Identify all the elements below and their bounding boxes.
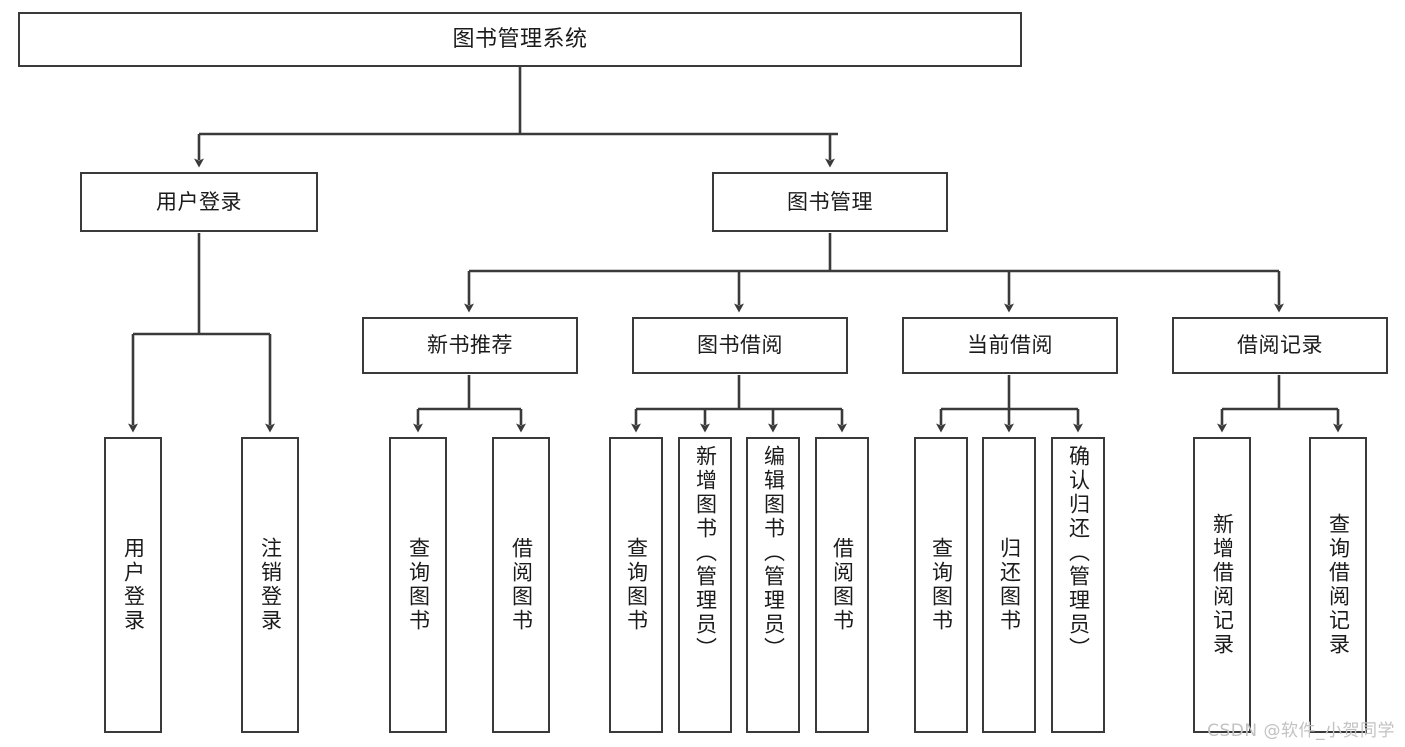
leaf-borrow-record-query-record[interactable]: 查询借阅记录 [1309, 437, 1367, 733]
node-label: 编辑图书（管理员） [761, 445, 786, 661]
node-book-borrow[interactable]: 图书借阅 [632, 317, 848, 374]
node-label: 用户登录 [121, 537, 146, 633]
leaf-current-borrow-query-book[interactable]: 查询图书 [914, 437, 968, 733]
leaf-book-borrow-borrow-book[interactable]: 借阅图书 [815, 437, 869, 733]
watermark-text: CSDN @软件_小贺同学 [1207, 721, 1395, 741]
leaf-current-borrow-confirm-return-admin[interactable]: 确认归还（管理员） [1051, 437, 1105, 733]
node-label: 借阅图书 [509, 537, 534, 633]
leaf-new-book-borrow-book[interactable]: 借阅图书 [492, 437, 550, 733]
leaf-book-borrow-edit-book-admin[interactable]: 编辑图书（管理员） [746, 437, 800, 733]
node-label: 图书借阅 [697, 333, 783, 358]
node-label: 确认归还（管理员） [1066, 445, 1091, 661]
node-root-book-management-system[interactable]: 图书管理系统 [18, 12, 1022, 67]
node-label: 新增借阅记录 [1210, 513, 1235, 657]
node-label: 图书管理系统 [452, 26, 588, 52]
node-current-borrow[interactable]: 当前借阅 [902, 317, 1118, 374]
node-label: 图书管理 [787, 189, 873, 214]
node-label: 用户登录 [156, 189, 242, 214]
leaf-user-login-logout[interactable]: 注销登录 [241, 437, 299, 733]
node-label: 归还图书 [997, 537, 1022, 633]
leaf-current-borrow-return-book[interactable]: 归还图书 [982, 437, 1036, 733]
leaf-book-borrow-add-book-admin[interactable]: 新增图书（管理员） [678, 437, 732, 733]
node-label: 查询图书 [929, 537, 954, 633]
node-label: 查询图书 [624, 537, 649, 633]
node-new-book-recommend[interactable]: 新书推荐 [362, 317, 578, 374]
node-label: 新书推荐 [427, 333, 513, 358]
leaf-book-borrow-query-book[interactable]: 查询图书 [609, 437, 663, 733]
node-book-management[interactable]: 图书管理 [712, 172, 948, 232]
node-label: 新增图书（管理员） [693, 445, 718, 661]
node-label: 当前借阅 [967, 333, 1053, 358]
node-label: 查询借阅记录 [1326, 513, 1351, 657]
leaf-new-book-query-book[interactable]: 查询图书 [389, 437, 447, 733]
node-label: 借阅图书 [830, 537, 855, 633]
node-user-login[interactable]: 用户登录 [80, 172, 318, 232]
node-label: 注销登录 [258, 537, 283, 633]
node-label: 查询图书 [406, 537, 431, 633]
node-label: 借阅记录 [1237, 333, 1323, 358]
leaf-user-login-login[interactable]: 用户登录 [104, 437, 162, 733]
node-borrow-record[interactable]: 借阅记录 [1172, 317, 1388, 374]
leaf-borrow-record-add-record[interactable]: 新增借阅记录 [1193, 437, 1251, 733]
